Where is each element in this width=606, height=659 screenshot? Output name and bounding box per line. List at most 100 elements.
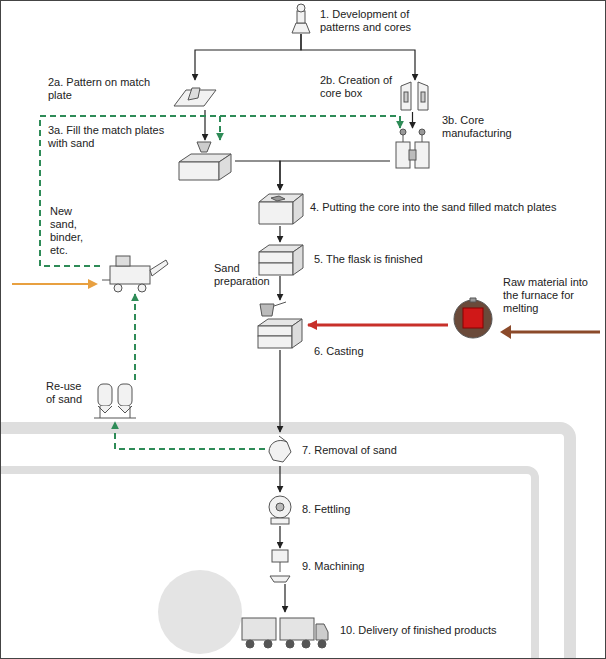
core-setting-icon-part: [271, 196, 285, 201]
process-step: 8. Fettling: [265, 492, 295, 526]
core-making-icon-part: [396, 142, 410, 168]
step-label: 7. Removal of sand: [302, 444, 452, 457]
truck-icon-part: [318, 640, 326, 648]
process-step: 3a. Fill the match plates with sand: [175, 140, 235, 182]
flow-arrow: [279, 226, 280, 242]
core-making-icon-part: [419, 129, 425, 135]
shakeout-icon-part: [269, 440, 291, 462]
casting-icon-part: [258, 336, 292, 348]
process-step: 2a. Pattern on match plate: [172, 80, 217, 110]
core-box-icon-part: [421, 92, 425, 102]
step-label: 3b. Core manufacturing: [442, 114, 542, 140]
flow-arrow: [280, 161, 390, 190]
furnace-icon-part: [463, 308, 483, 328]
flow-arrow: [279, 276, 280, 300]
process-step: 7. Removal of sand: [265, 432, 295, 466]
raw-material-arrow-part: [508, 331, 600, 334]
truck-icon: [242, 618, 328, 648]
sand-return-arrow: [134, 294, 136, 380]
inflow-arrow-part: [12, 283, 90, 285]
step-label: 4. Putting the core into the sand filled…: [310, 201, 600, 214]
sand-return-arrow: [40, 116, 400, 266]
sand-fill-icon: [179, 142, 231, 180]
flow-arrow: [235, 161, 280, 190]
process-step: 6. Casting: [252, 300, 308, 350]
match-plate-icon-part: [188, 88, 200, 100]
step-label: 6. Casting: [314, 345, 434, 358]
raw-material-arrow: [500, 325, 600, 339]
step-label: 2b. Creation of core box: [320, 74, 408, 100]
pattern-icon-part: [297, 4, 305, 12]
sand-step: Re-use of sand: [92, 380, 138, 422]
truck-icon-part: [264, 640, 272, 648]
core-setting-icon: [259, 194, 303, 224]
casting-icon: [258, 302, 302, 348]
process-step: 5. The flask is finished: [255, 242, 305, 276]
step-label: 1. Development of patterns and cores: [320, 8, 450, 34]
sand-return-arrow: [40, 116, 220, 266]
flow-arrow: [284, 584, 285, 612]
flow-arrow: [195, 34, 301, 80]
grinder-icon-part: [269, 496, 291, 518]
shakeout-icon: [269, 436, 291, 462]
casting-icon-part: [292, 319, 302, 348]
flow-arrow: [204, 110, 205, 140]
drill-icon-part: [270, 576, 290, 582]
silo-icon-part: [98, 406, 132, 413]
flask-icon: [259, 245, 303, 275]
core-box-icon-part: [404, 92, 408, 102]
core-making-icon-part: [415, 142, 429, 168]
illustration-part: [94, 4, 492, 648]
flask-icon-part: [293, 245, 303, 275]
step-label: Raw material into the furnace for meltin…: [503, 276, 601, 315]
core-making-icon-part: [400, 129, 406, 135]
sand-return-arrow: [115, 422, 265, 449]
truck-icon-part: [286, 640, 294, 648]
flow-arrow: [279, 350, 280, 432]
sand-mixer-icon-part: [116, 256, 130, 266]
casting-icon-part: [260, 304, 274, 316]
raw-material-arrow-part: [500, 325, 511, 339]
process-step: 1. Development of patterns and cores: [288, 2, 314, 34]
drill-icon: [270, 550, 290, 582]
flask-icon-part: [259, 263, 293, 275]
inflow-arrow-part: [88, 279, 98, 289]
silo-icon-part: [98, 384, 112, 406]
sand-mixer-icon-part: [150, 260, 168, 276]
truck-icon-part: [316, 624, 328, 640]
sand-mixer-icon-part: [110, 266, 150, 284]
match-plate-icon: [174, 88, 216, 106]
step-label: 9. Machining: [302, 560, 452, 573]
casting-icon-part: [258, 326, 292, 336]
furnace-icon-part: [470, 298, 476, 302]
pattern-icon-part: [297, 11, 305, 23]
watermark-part: [158, 570, 242, 654]
grinder-icon-part: [276, 503, 284, 511]
core-making-icon: [396, 129, 429, 168]
melt-arrow: [308, 324, 448, 327]
core-making-icon-part: [409, 150, 416, 160]
shakeout-icon-part: [279, 436, 287, 442]
drill-icon-part: [272, 550, 288, 562]
silo-icon-part: [118, 384, 132, 406]
step-label: 5. The flask is finished: [314, 253, 514, 266]
silo-icon: [94, 384, 136, 418]
step-label: Re-use of sand: [46, 380, 88, 406]
step-label: 8. Fettling: [302, 503, 452, 516]
step-label: 10. Delivery of finished products: [340, 624, 560, 637]
sand-mixer-icon-part: [102, 280, 110, 281]
sand-fill-icon-part: [219, 154, 231, 180]
drill-icon-part: [280, 562, 281, 572]
sand-fill-icon-part: [197, 142, 211, 152]
watermark-part: [0, 428, 570, 659]
process-step: 9. Machining: [268, 548, 292, 584]
truck-icon-part: [242, 618, 276, 640]
core-box-icon-part: [401, 82, 411, 110]
pattern-icon: [292, 4, 310, 33]
step-label: 3a. Fill the match plates with sand: [48, 124, 168, 150]
sand-fill-icon-part: [179, 162, 219, 180]
sand-mixer-icon-part: [138, 284, 146, 292]
silo-icon-part: [130, 406, 131, 418]
pattern-icon-part: [292, 23, 310, 33]
